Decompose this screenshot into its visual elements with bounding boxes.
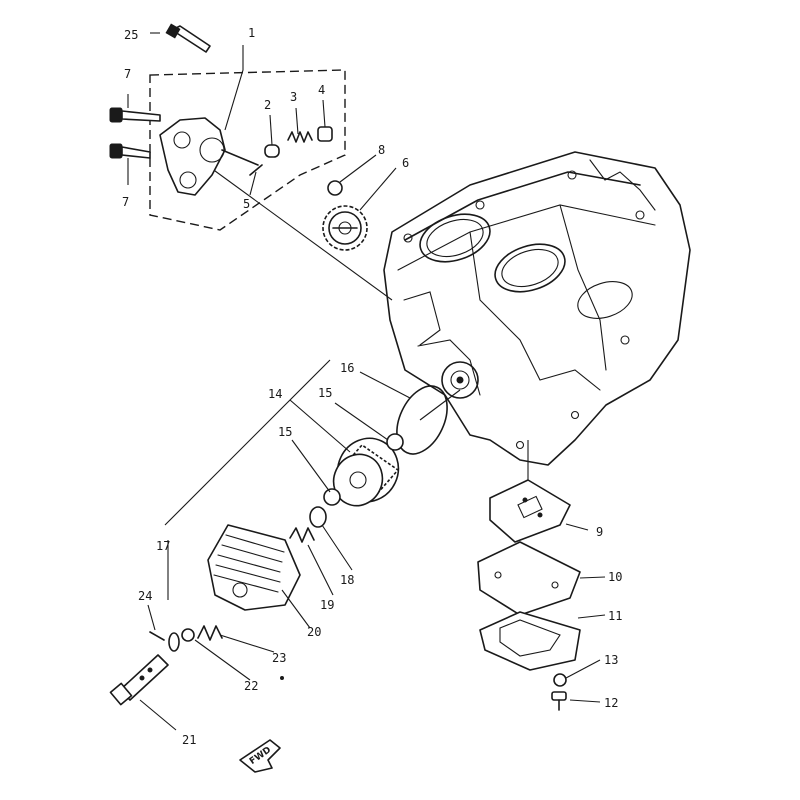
callout-20: 20 (307, 625, 321, 639)
washer-18 (309, 506, 327, 528)
relief-spring (287, 131, 313, 143)
drain-bolt (551, 691, 567, 711)
callout-18: 18 (340, 573, 354, 587)
oil-pump-assembly (149, 69, 346, 231)
oil-filter-element (332, 437, 400, 507)
assembly-boundary (149, 69, 346, 231)
callout-6: 6 (402, 156, 409, 170)
filter-washer-outer (386, 433, 404, 451)
strainer-gasket (477, 541, 581, 616)
callout-1: 1 (248, 26, 255, 40)
bolt-25 (165, 23, 211, 53)
bolt-7-lower (109, 143, 151, 159)
callout-5: 5 (243, 197, 250, 211)
relief-spring-23 (197, 625, 223, 641)
pump-alignment-line (199, 159, 393, 301)
callout-3: 3 (290, 90, 297, 104)
washer-13 (553, 673, 567, 687)
oil-filter-cover (207, 524, 301, 611)
bolt-o-ring (168, 632, 180, 652)
callout-9: 9 (596, 525, 603, 539)
callout-15-outer: 15 (318, 386, 332, 400)
callout-leaders (127, 32, 606, 731)
filter-spring (289, 527, 315, 543)
pump-drive-sprocket (322, 205, 368, 251)
callout-24: 24 (138, 589, 152, 603)
filter-o-ring (396, 385, 448, 455)
front-direction-marker: FWD (239, 739, 281, 773)
pin-24 (149, 631, 165, 641)
callout-10: 10 (608, 570, 622, 584)
callout-7-upper: 7 (124, 67, 131, 81)
callout-7-lower: 7 (122, 195, 129, 209)
callout-2: 2 (264, 98, 271, 112)
callout-17: 17 (156, 539, 170, 553)
callout-11: 11 (608, 609, 622, 623)
callout-22: 22 (244, 679, 258, 693)
pump-washer (327, 180, 343, 196)
filter-alignment-line (419, 389, 461, 421)
callout-14: 14 (268, 387, 282, 401)
callout-12: 12 (604, 696, 618, 710)
filter-bolt-axis (164, 359, 331, 526)
small-part (280, 676, 284, 680)
check-ball (181, 628, 195, 642)
callout-labels: 1 2 3 4 5 6 7 7 8 9 10 11 12 13 14 15 15… (122, 26, 622, 747)
oil-pump-body (159, 117, 226, 196)
callout-8: 8 (378, 143, 385, 157)
relief-plunger (264, 144, 280, 158)
dowel-pin (249, 164, 263, 176)
oil-strainer (489, 479, 571, 543)
oil-pan-cover (479, 611, 581, 671)
filter-bolt (109, 654, 169, 706)
callout-19: 19 (320, 598, 334, 612)
callout-21: 21 (182, 733, 196, 747)
crankcase (383, 151, 691, 466)
relief-plug (317, 126, 333, 142)
callout-4: 4 (318, 83, 325, 97)
pump-shaft (221, 149, 259, 166)
filter-washer-inner (323, 488, 341, 506)
bolt-7-upper (109, 107, 161, 123)
callout-15-inner: 15 (278, 425, 292, 439)
callout-16: 16 (340, 361, 354, 375)
callout-25: 25 (124, 28, 138, 42)
callout-13: 13 (604, 653, 618, 667)
callout-23: 23 (272, 651, 286, 665)
